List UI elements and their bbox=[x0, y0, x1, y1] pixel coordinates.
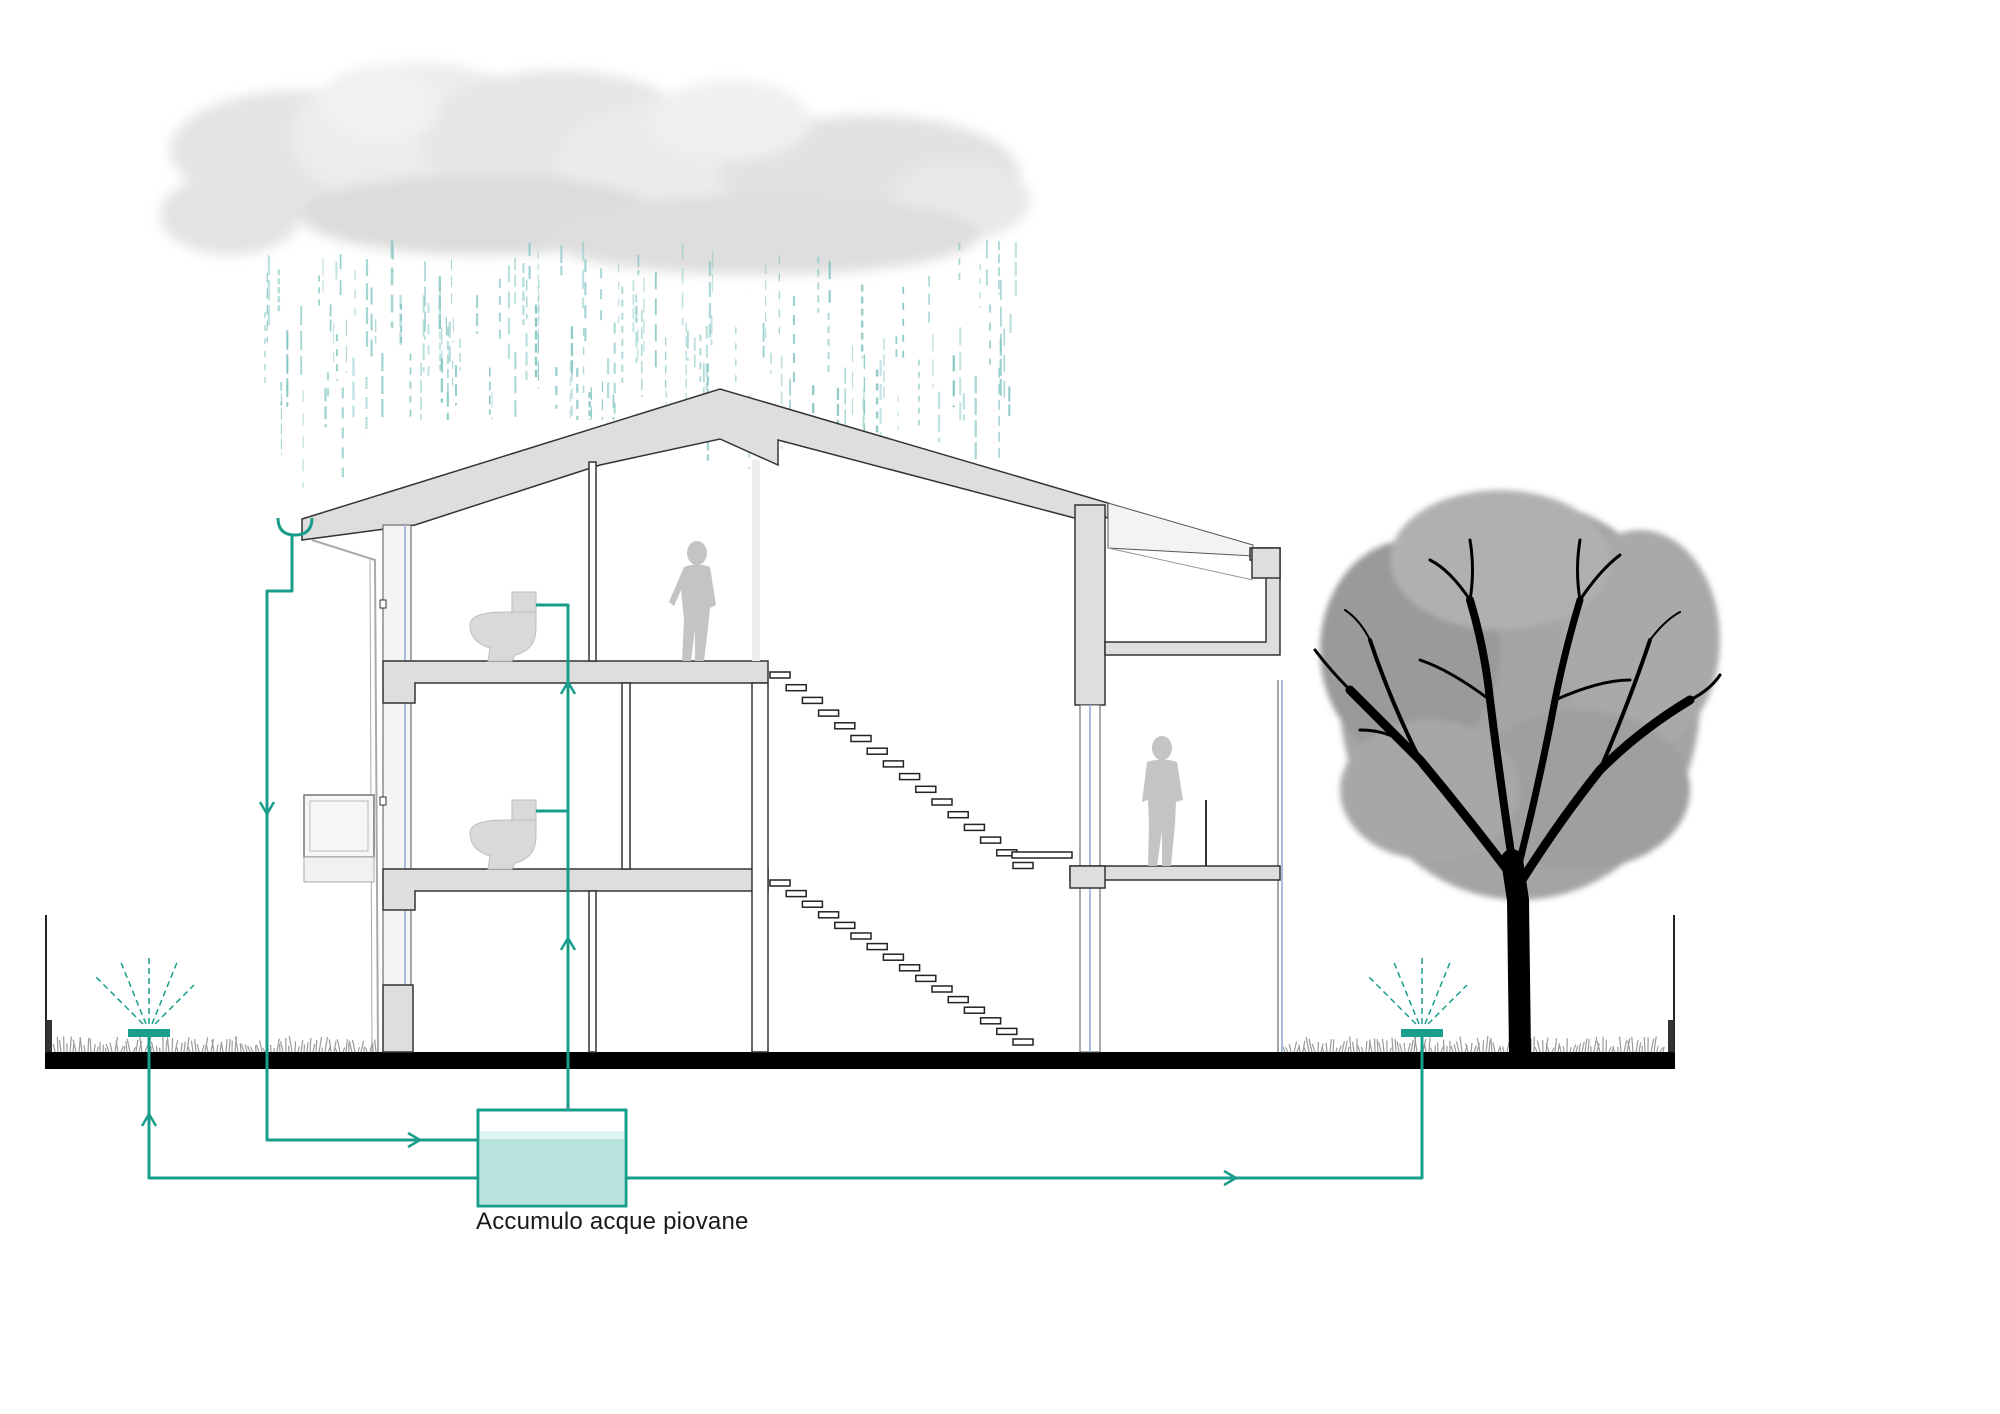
stair-tread bbox=[769, 671, 791, 679]
rainwater-pipes bbox=[147, 535, 1424, 1180]
toilet-icon bbox=[469, 799, 537, 870]
stair-tread bbox=[1012, 1038, 1034, 1046]
stair-tread bbox=[931, 798, 953, 806]
stair-tread bbox=[769, 879, 791, 887]
downpipe bbox=[311, 539, 379, 1053]
gutter bbox=[276, 517, 314, 537]
stair-tread bbox=[801, 900, 824, 908]
stair-tread bbox=[817, 709, 840, 717]
stair-tread bbox=[850, 932, 872, 940]
stair-tread bbox=[785, 889, 807, 898]
stair-tread bbox=[898, 772, 921, 781]
stair-landing-tread bbox=[1011, 851, 1073, 859]
left-facade bbox=[382, 524, 412, 1053]
lower-floor-slab bbox=[382, 868, 769, 911]
interior-wall-top bbox=[588, 461, 597, 662]
stair-wall bbox=[751, 682, 769, 1053]
upper-floor-slab bbox=[382, 660, 769, 704]
downpipe-to-tank bbox=[265, 535, 478, 1142]
ac-unit bbox=[303, 794, 375, 858]
irrigation-loop bbox=[147, 1035, 478, 1180]
arrow-up-icon bbox=[140, 1112, 158, 1127]
interior-wall-middle bbox=[621, 682, 631, 870]
flow-arrows bbox=[140, 680, 1238, 1187]
arrow-right-icon bbox=[1223, 1169, 1238, 1187]
tree-crown bbox=[1320, 490, 1720, 900]
stair-tread bbox=[947, 995, 969, 1004]
curb-right bbox=[1668, 1020, 1674, 1052]
irrigation-right bbox=[626, 1035, 1424, 1180]
stair-tread bbox=[963, 823, 986, 832]
arrow-down-icon bbox=[258, 801, 276, 816]
stair-tread bbox=[996, 1027, 1018, 1036]
stair-tread bbox=[931, 985, 953, 993]
stair-tread bbox=[834, 921, 856, 930]
toilet-icon bbox=[469, 591, 537, 662]
stair-tread bbox=[882, 760, 905, 768]
grass bbox=[52, 1035, 1665, 1053]
stair-tread bbox=[947, 810, 969, 819]
stair-tread bbox=[834, 722, 856, 730]
stair-tread bbox=[801, 696, 824, 705]
arrow-up-icon bbox=[559, 936, 577, 951]
right-box-cap bbox=[1251, 547, 1281, 579]
stair-tread bbox=[915, 785, 937, 794]
tree-icon bbox=[1313, 490, 1722, 1063]
stair-tread bbox=[915, 974, 937, 983]
right-wall bbox=[1074, 504, 1106, 706]
roof-slab bbox=[301, 388, 1109, 541]
person-icon bbox=[669, 541, 716, 661]
arrow-up-icon bbox=[559, 680, 577, 695]
glass-guard bbox=[752, 460, 760, 661]
stair-tread bbox=[882, 953, 905, 961]
stair-tread bbox=[817, 911, 840, 919]
water-tank-icon bbox=[476, 1108, 628, 1208]
stair-tread bbox=[850, 734, 872, 743]
stair-tread bbox=[963, 1006, 986, 1014]
sprinkler-icon bbox=[1366, 954, 1468, 1037]
stair-tread bbox=[898, 964, 921, 972]
stair-tread bbox=[866, 942, 888, 951]
arrow-right-icon bbox=[407, 1131, 422, 1149]
stair-tread bbox=[866, 747, 888, 755]
stair-tread bbox=[1012, 861, 1034, 870]
canopy-glass-line bbox=[1107, 547, 1254, 581]
ground-line bbox=[45, 1052, 1675, 1069]
interior-wall-bottom bbox=[588, 890, 597, 1053]
sprinkler-icon bbox=[93, 954, 195, 1037]
stair-tread bbox=[785, 683, 807, 692]
rain-icon bbox=[264, 240, 1017, 488]
person-icon bbox=[1142, 736, 1183, 866]
cloud-icon bbox=[160, 63, 1030, 275]
building-section bbox=[276, 388, 1283, 1053]
left-plinth bbox=[382, 984, 414, 1053]
tank-label: Accumulo acque piovane bbox=[476, 1208, 749, 1235]
curb-left bbox=[46, 1020, 52, 1052]
tank-to-toilets bbox=[536, 603, 570, 1110]
stair-tread bbox=[979, 1017, 1002, 1025]
staircase bbox=[769, 671, 1073, 1046]
stair-tread bbox=[979, 836, 1002, 844]
roof-canopy bbox=[1107, 502, 1254, 557]
tree-trunk bbox=[1313, 538, 1722, 1063]
